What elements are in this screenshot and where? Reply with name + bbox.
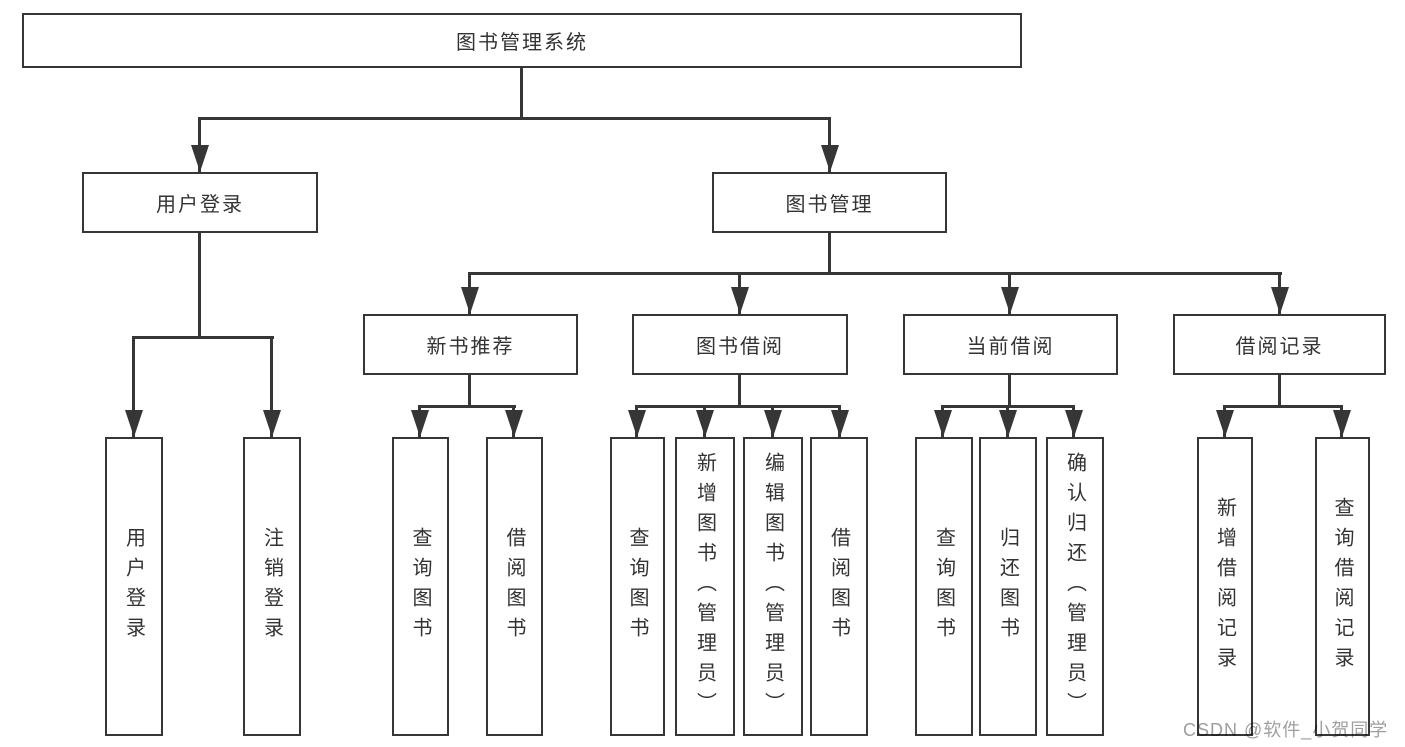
arrow-into-leaf-return-book xyxy=(998,406,1017,437)
arrow-into-book-management xyxy=(820,120,839,172)
leaf-query-book-newrec: 查询图书 xyxy=(392,437,449,736)
leaf-add-book-admin-label: 新增图书（管理员） xyxy=(693,451,716,722)
node-book-borrow: 图书借阅 xyxy=(632,314,848,375)
connector-root-stub xyxy=(520,68,523,120)
leaf-edit-book-admin: 编辑图书（管理员） xyxy=(743,437,803,736)
arrow-into-current-borrow xyxy=(1000,275,1019,314)
arrow-into-leaf-query-record xyxy=(1332,406,1351,437)
node-root-label: 图书管理系统 xyxy=(456,32,588,54)
connector-rail-level3 xyxy=(468,272,1282,275)
arrow-into-leaf-borrow-book-2 xyxy=(830,406,849,437)
leaf-logout-login-label: 注销登录 xyxy=(260,526,283,647)
node-book-management-label: 图书管理 xyxy=(785,194,874,216)
connector-book-borrow-stub xyxy=(738,375,741,407)
connector-current-borrow-stub xyxy=(1008,375,1011,407)
node-new-book-recommend-label: 新书推荐 xyxy=(426,336,515,358)
leaf-borrow-book-borrow-label: 借阅图书 xyxy=(827,526,850,647)
leaf-add-borrow-record: 新增借阅记录 xyxy=(1197,437,1253,736)
leaf-user-login: 用户登录 xyxy=(105,437,163,736)
arrow-into-leaf-query-book-2 xyxy=(627,406,646,437)
connector-rail-new-book xyxy=(418,405,516,408)
leaf-query-borrow-record-label: 查询借阅记录 xyxy=(1331,496,1353,677)
leaf-query-book-borrow-label: 查询图书 xyxy=(626,526,648,647)
watermark: CSDN @软件_小贺同学 xyxy=(1183,716,1388,742)
leaf-query-book-current: 查询图书 xyxy=(915,437,973,736)
node-borrow-records-label: 借阅记录 xyxy=(1235,336,1324,358)
node-root: 图书管理系统 xyxy=(22,13,1022,68)
arrow-into-leaf-query-book-1 xyxy=(410,406,429,437)
node-book-management: 图书管理 xyxy=(712,172,947,233)
arrow-into-book-borrow xyxy=(730,275,749,314)
connector-rail-level2 xyxy=(198,117,831,120)
arrow-into-new-book-recommend xyxy=(460,275,479,314)
leaf-logout-login: 注销登录 xyxy=(243,437,301,736)
arrow-into-leaf-confirm-return xyxy=(1064,406,1083,437)
leaf-borrow-book-newrec-label: 借阅图书 xyxy=(503,526,525,647)
arrow-into-leaf-borrow-book-1 xyxy=(504,406,523,437)
arrow-into-leaf-add-record xyxy=(1215,406,1234,437)
arrow-into-leaf-query-book-3 xyxy=(933,406,952,437)
arrow-into-user-login xyxy=(190,120,209,172)
leaf-user-login-label: 用户登录 xyxy=(122,526,145,647)
leaf-borrow-book-borrow: 借阅图书 xyxy=(810,437,868,736)
connector-rail-user-login xyxy=(132,336,274,339)
arrow-into-leaf-edit-book xyxy=(763,406,782,437)
node-borrow-records: 借阅记录 xyxy=(1173,314,1386,375)
leaf-confirm-return-admin: 确认归还（管理员） xyxy=(1046,437,1104,736)
leaf-add-book-admin: 新增图书（管理员） xyxy=(675,437,735,736)
connector-new-book-stub xyxy=(468,375,471,407)
leaf-edit-book-admin-label: 编辑图书（管理员） xyxy=(761,451,784,722)
leaf-add-borrow-record-label: 新增借阅记录 xyxy=(1213,496,1236,677)
leaf-query-borrow-record: 查询借阅记录 xyxy=(1315,437,1370,736)
node-current-borrow-label: 当前借阅 xyxy=(966,336,1055,358)
leaf-return-book-label: 归还图书 xyxy=(996,526,1019,647)
node-new-book-recommend: 新书推荐 xyxy=(363,314,578,375)
leaf-return-book: 归还图书 xyxy=(979,437,1037,736)
arrow-into-borrow-records xyxy=(1270,275,1289,314)
node-user-login: 用户登录 xyxy=(82,172,318,233)
leaf-query-book-borrow: 查询图书 xyxy=(610,437,665,736)
leaf-confirm-return-admin-label: 确认归还（管理员） xyxy=(1063,451,1086,722)
connector-rail-book-borrow xyxy=(635,405,841,408)
connector-rail-borrow-records xyxy=(1223,405,1343,408)
connector-user-login-stub xyxy=(198,233,201,338)
leaf-query-book-newrec-label: 查询图书 xyxy=(409,526,431,647)
leaf-query-book-current-label: 查询图书 xyxy=(932,526,955,647)
node-user-login-label: 用户登录 xyxy=(156,194,244,216)
node-book-borrow-label: 图书借阅 xyxy=(696,336,784,358)
arrow-into-leaf-add-book xyxy=(695,406,714,437)
leaf-borrow-book-newrec: 借阅图书 xyxy=(486,437,543,736)
watermark-text: CSDN @软件_小贺同学 xyxy=(1183,720,1389,740)
arrow-into-leaf-logout xyxy=(262,338,281,437)
node-current-borrow: 当前借阅 xyxy=(903,314,1118,375)
arrow-into-leaf-user-login xyxy=(124,338,143,437)
connector-borrow-records-stub xyxy=(1278,375,1281,407)
connector-book-management-stub xyxy=(828,233,831,275)
